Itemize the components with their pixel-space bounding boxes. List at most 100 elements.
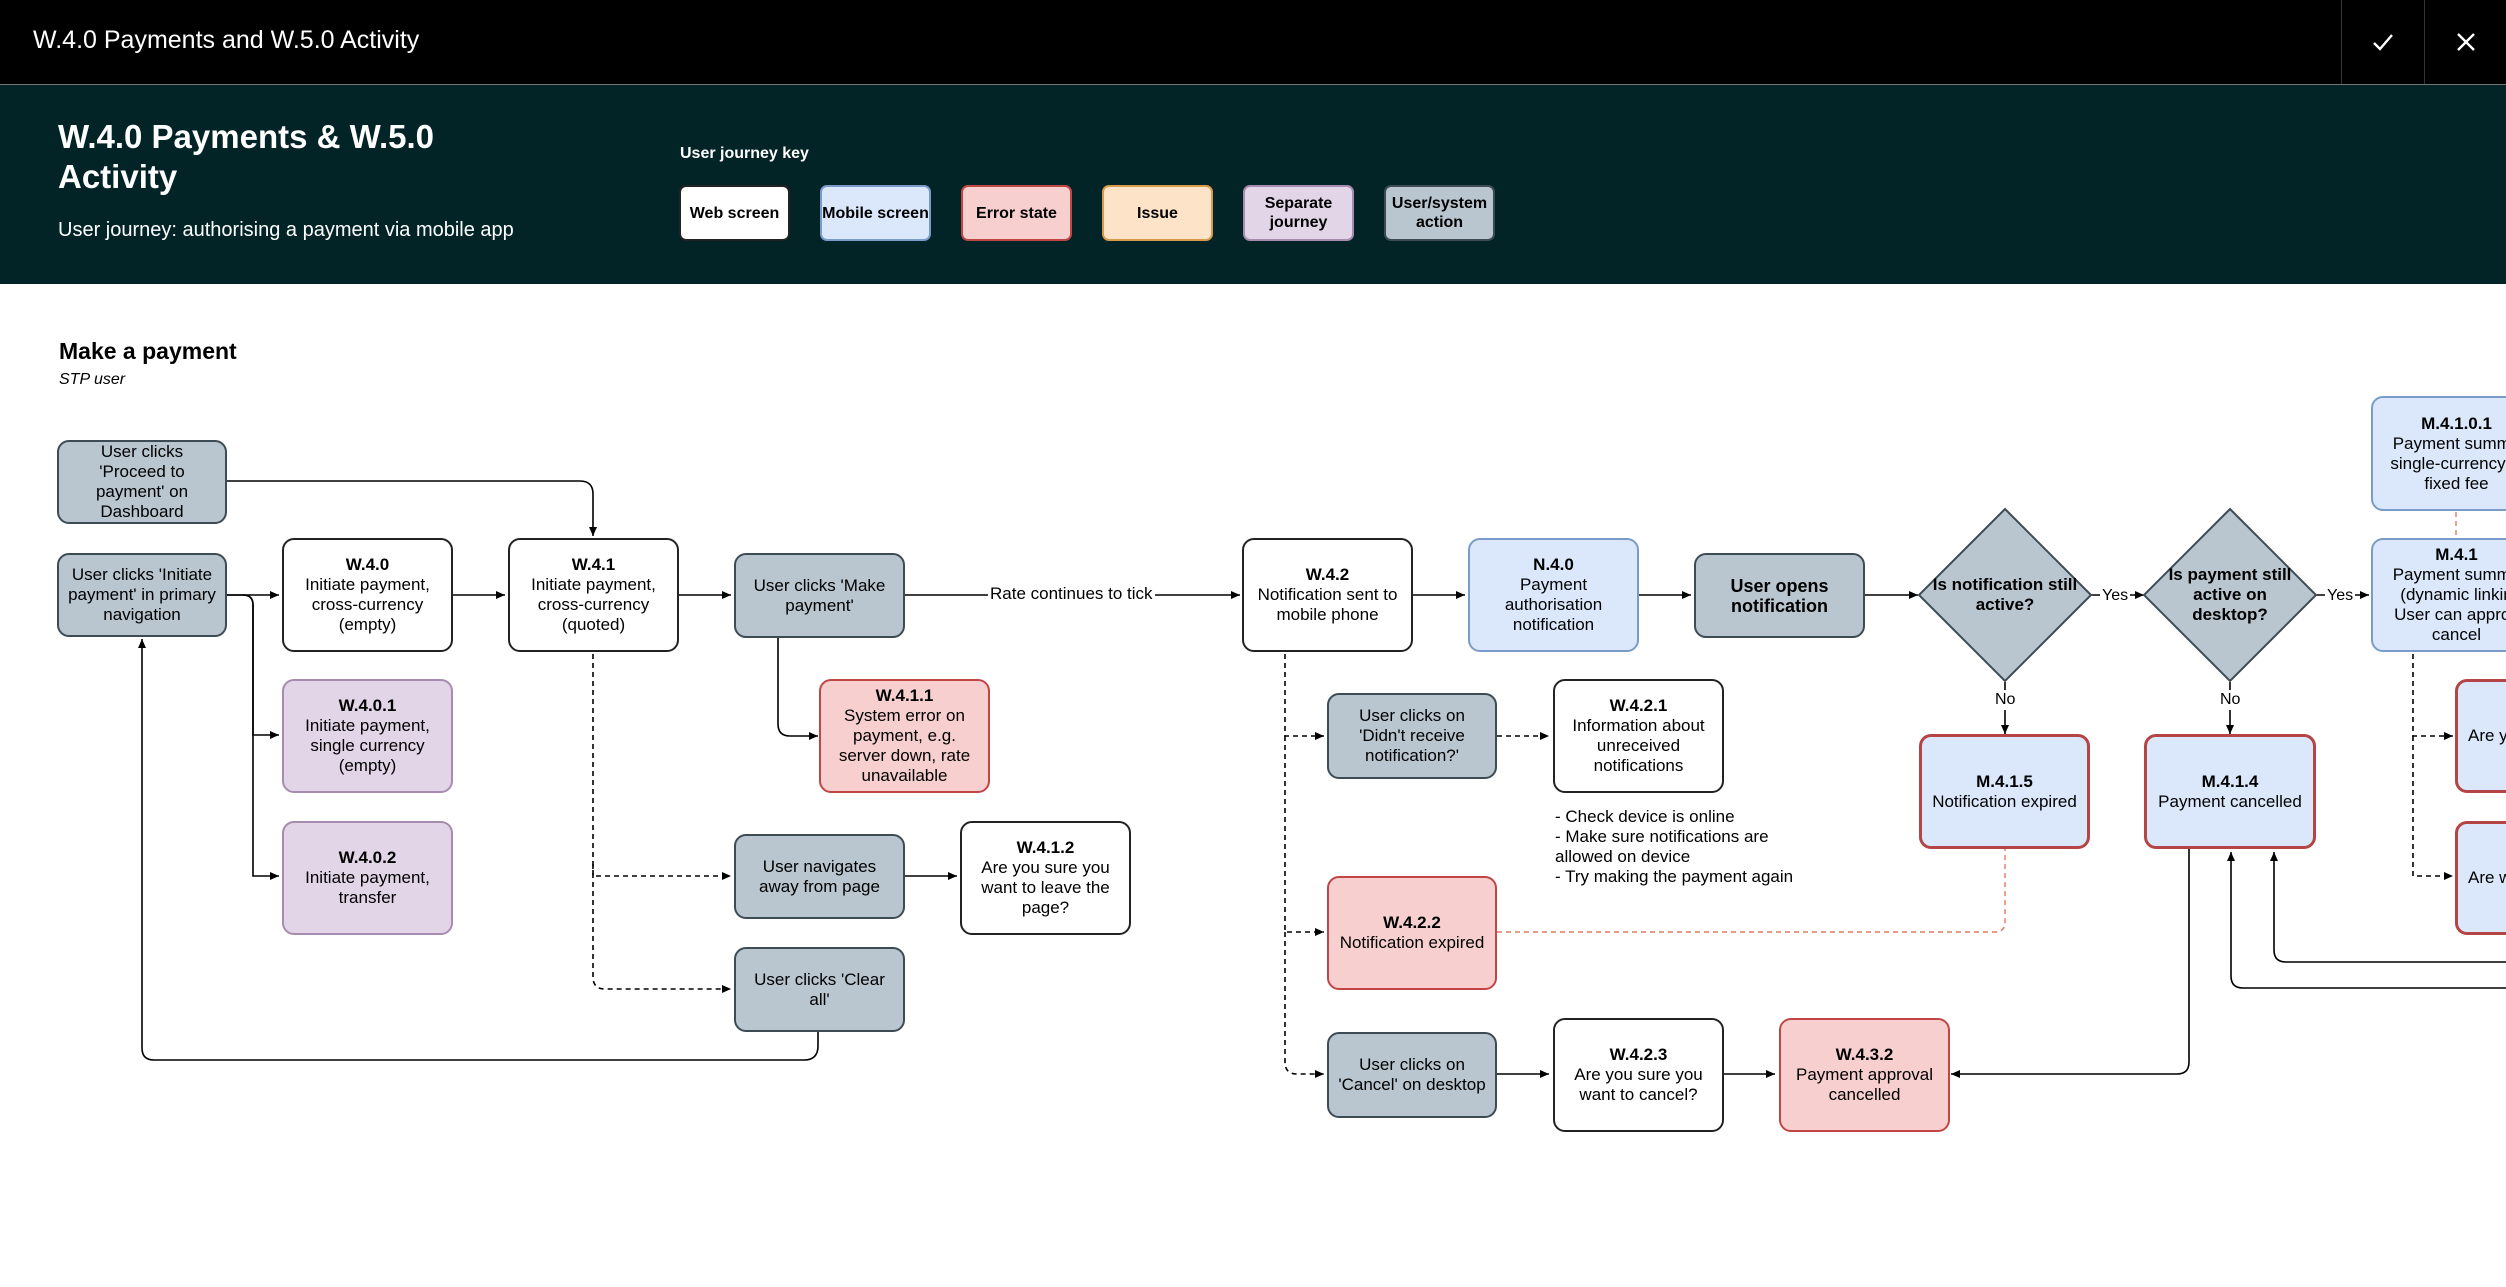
section-subtitle: STP user (59, 371, 126, 388)
node-text: Payment cancelled (2158, 791, 2302, 811)
key-user-system-action: User/system action (1384, 185, 1495, 241)
node-text: User clicks 'Proceed to payment' on Dash… (95, 442, 189, 521)
node-id: W.4.2 (1305, 565, 1350, 584)
label-no-2: No (2218, 690, 2243, 710)
node-clear-all[interactable]: User clicks 'Clear all' (734, 947, 905, 1032)
node-text: Payment approval cancelled (1795, 1065, 1934, 1104)
edge-nav-to-w402 (242, 594, 279, 880)
node-text: User clicks 'Make payment' (753, 575, 886, 615)
journey-title: W.4.0 Payments & W.5.0 Activity (58, 118, 434, 195)
decision-still-active-text: Is notification still active? (1932, 575, 2078, 614)
key-web-screen: Web screen (679, 185, 790, 241)
window-title: W.4.0 Payments and W.5.0 Activity (33, 26, 420, 54)
node-initiate-payment-nav[interactable]: User clicks 'Initiate payment' in primar… (57, 553, 227, 637)
note-line: - Check device is online (1555, 807, 1735, 826)
node-text: Payment summa (dynamic linkin User can a… (2392, 565, 2506, 644)
node-are-you-sure-2[interactable]: Are wa (2455, 821, 2506, 935)
node-id: W.4.0.1 (338, 696, 397, 715)
node-w41[interactable]: W.4.1 Initiate payment, cross-currency (… (508, 538, 679, 652)
node-text: Notification sent to mobile phone (1257, 585, 1398, 624)
node-w412[interactable]: W.4.1.2 Are you sure you want to leave t… (960, 821, 1131, 935)
connector-layer (138, 480, 2506, 1078)
decision-payment-active (2142, 507, 2318, 683)
node-proceed-to-payment[interactable]: User clicks 'Proceed to payment' on Dash… (57, 440, 227, 524)
node-w432[interactable]: W.4.3.2 Payment approval cancelled (1779, 1018, 1950, 1132)
node-id: W.4.2.1 (1609, 696, 1668, 715)
node-m414[interactable]: M.4.1.4 Payment cancelled (2144, 734, 2316, 849)
key-title: User journey key (680, 145, 809, 162)
key-error-state: Error state (961, 185, 1072, 241)
node-text: System error on payment, e.g. server dow… (838, 706, 971, 785)
confirm-button[interactable] (2341, 0, 2424, 84)
edge-make-payment-to-w411 (777, 638, 818, 740)
label-yes-1: Yes (2100, 586, 2131, 606)
node-text: Initiate payment, single currency (empty… (305, 716, 430, 775)
node-text: Payment summa single-currency w fixed fe… (2390, 433, 2506, 493)
node-id: W.4.1 (571, 555, 616, 574)
node-w402[interactable]: W.4.0.2 Initiate payment, transfer (282, 821, 453, 935)
node-w40[interactable]: W.4.0 Initiate payment, cross-currency (… (282, 538, 453, 652)
node-text: User clicks 'Initiate payment' in primar… (68, 565, 216, 624)
diagram-canvas[interactable]: W.4.0 Payments & W.5.0 Activity User jou… (0, 84, 2506, 1287)
node-text: Are wa (2468, 868, 2506, 887)
node-didnt-receive[interactable]: User clicks on 'Didn't receive notificat… (1327, 693, 1497, 779)
node-make-payment[interactable]: User clicks 'Make payment' (734, 553, 905, 638)
node-user-opens-notification[interactable]: User opens notification (1694, 553, 1865, 638)
node-id: M.4.1 (2435, 545, 2478, 564)
node-id: W.4.1.1 (875, 686, 934, 705)
decision-still-active (1917, 507, 2093, 683)
node-text: Information about unreceived notificatio… (1572, 716, 1705, 775)
note-line: - Make sure notifications are allowed on… (1555, 827, 1769, 866)
node-id: M.4.1.0.1 (2421, 413, 2492, 433)
node-text: User clicks on 'Cancel' on desktop (1338, 1055, 1486, 1094)
close-button[interactable] (2424, 0, 2506, 84)
journey-subtitle: User journey: authorising a payment via … (58, 219, 514, 241)
node-text: User navigates away from page (759, 856, 880, 896)
node-w422[interactable]: W.4.2.2 Notification expired (1327, 876, 1497, 990)
edge-return-2 (2227, 852, 2506, 989)
window-title-bar: W.4.0 Payments and W.5.0 Activity (0, 0, 2506, 84)
checkmark-icon (2373, 34, 2393, 51)
node-w42[interactable]: W.4.2 Notification sent to mobile phone (1242, 538, 1413, 652)
node-id: W.4.0 (345, 555, 390, 574)
node-w423[interactable]: W.4.2.3 Are you sure you want to cancel? (1553, 1018, 1724, 1132)
node-text: Are you sure you want to leave the page? (981, 858, 1110, 917)
node-m4101[interactable]: M.4.1.0.1 Payment summa single-currency … (2371, 396, 2506, 511)
node-id: M.4.1.4 (2201, 771, 2259, 791)
edge-w422-to-m415 (1497, 849, 2006, 933)
node-n40[interactable]: N.4.0 Payment authorisation notification (1468, 538, 1639, 652)
key-mobile-screen: Mobile screen (820, 185, 931, 241)
node-m415[interactable]: M.4.1.5 Notification expired (1919, 734, 2090, 849)
node-w411[interactable]: W.4.1.1 System error on payment, e.g. se… (819, 679, 990, 793)
node-are-you-sure-1[interactable]: Are y (2455, 679, 2506, 793)
node-text: Initiate payment, cross-currency (empty) (305, 575, 430, 634)
note-notification-tips: - Check device is online - Make sure not… (1555, 807, 1815, 887)
node-m41[interactable]: M.4.1 Payment summa (dynamic linkin User… (2371, 538, 2506, 652)
node-text: Are you sure you want to cancel? (1574, 1065, 1703, 1104)
node-id: W.4.2.2 (1383, 913, 1441, 932)
key-issue: Issue (1102, 185, 1213, 241)
node-text: User opens notification (1730, 575, 1829, 616)
label-rate-tick: Rate continues to tick (988, 584, 1155, 604)
node-w421[interactable]: W.4.2.1 Information about unreceived not… (1553, 679, 1724, 793)
edge-clear-all-to-nav (138, 639, 819, 1061)
node-navigate-away[interactable]: User navigates away from page (734, 834, 905, 919)
node-text: Initiate payment, cross-currency (quoted… (531, 575, 656, 634)
node-id: W.4.1.2 (1016, 838, 1075, 857)
node-text: User clicks 'Clear all' (754, 969, 885, 1009)
edge-proceed-to-w41 (227, 480, 597, 536)
node-text: Are y (2468, 726, 2506, 745)
node-id: N.4.0 (1533, 555, 1574, 574)
key-separate-journey: Separate journey (1243, 185, 1354, 241)
edge-w41-to-clear-all (592, 864, 731, 993)
node-id: M.4.1.5 (1976, 771, 2033, 791)
node-text: Notification expired (1932, 791, 2077, 811)
node-text: Payment authorisation notification (1504, 575, 1603, 634)
node-id: W.4.0.2 (338, 848, 397, 867)
node-text: Notification expired (1339, 933, 1485, 952)
edge-m41-to-are-y1 (2412, 654, 2453, 740)
edge-m414-to-w432 (1951, 849, 2190, 1078)
edge-return-1 (2270, 852, 2506, 963)
node-cancel-on-desktop[interactable]: User clicks on 'Cancel' on desktop (1327, 1032, 1497, 1118)
node-w401[interactable]: W.4.0.1 Initiate payment, single currenc… (282, 679, 453, 793)
